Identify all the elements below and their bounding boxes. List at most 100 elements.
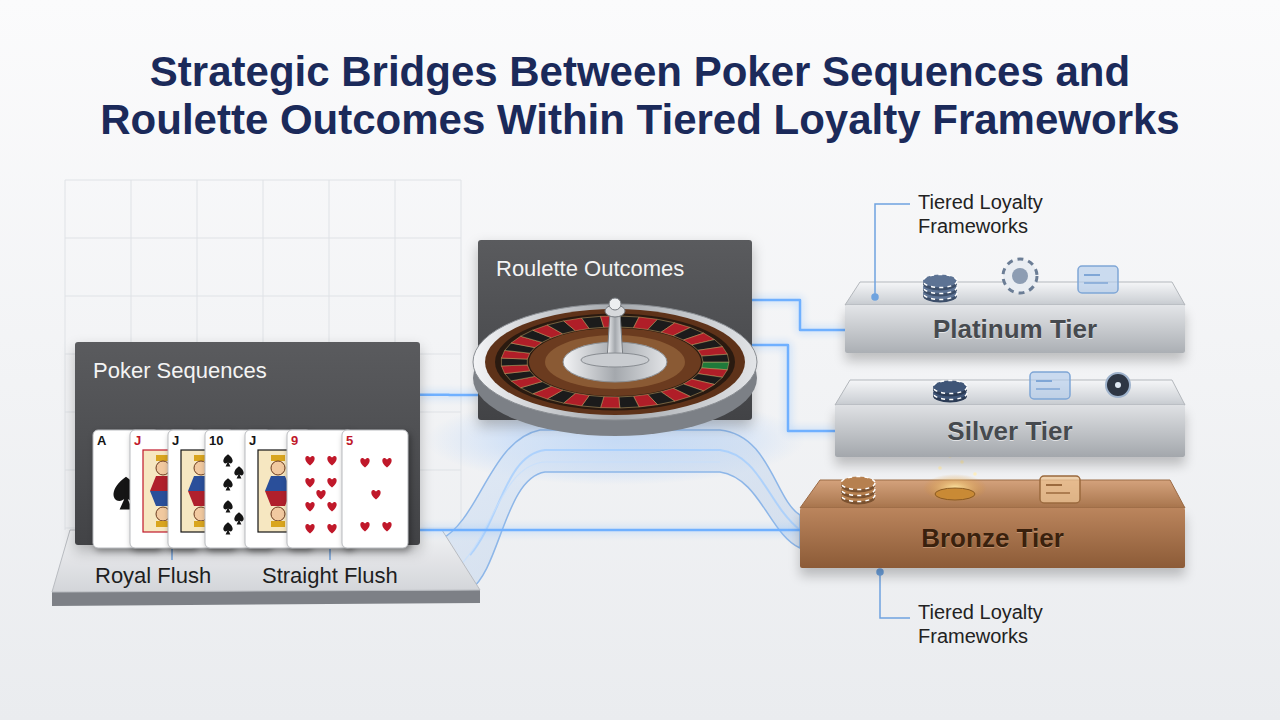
tier-label: Bronze Tier (921, 523, 1064, 553)
tier-icons (973, 472, 977, 476)
leader-lines (877, 569, 883, 575)
tier-label: Silver Tier (947, 416, 1072, 446)
poker-base-plate (171, 549, 173, 560)
playing-card (271, 521, 285, 527)
playing-card (305, 502, 314, 511)
playing-card (271, 461, 285, 475)
tier-top-faces (835, 380, 1185, 405)
panel-heading: Poker Sequences (93, 358, 267, 384)
playing-card (305, 456, 314, 465)
leader-lines (880, 572, 910, 618)
silver-tier: Silver Tier (835, 405, 1185, 457)
bronze-tier: Bronze Tier (800, 508, 1185, 568)
tier-icons (1003, 259, 1037, 293)
playing-card (234, 466, 243, 478)
playing-card (271, 507, 285, 521)
callout-label: Tiered Loyalty Frameworks (918, 190, 1088, 238)
playing-card (327, 502, 336, 511)
roulette-wheel (485, 309, 745, 415)
tier-icons (1106, 373, 1130, 397)
grid-lines (65, 180, 66, 530)
roulette-wheel (609, 298, 621, 310)
playing-card (360, 458, 369, 467)
tier-icons (1084, 282, 1108, 284)
roulette-wheel (582, 316, 604, 328)
playing-card (271, 455, 285, 461)
tier-icons (1046, 492, 1070, 494)
platinum-tier: Platinum Tier (845, 305, 1185, 353)
glow-connector (752, 300, 845, 330)
tier-icons (938, 466, 942, 470)
glow-connector (752, 345, 835, 431)
leader-lines (875, 204, 910, 296)
roulette-wheel (702, 354, 729, 362)
glow-connector (420, 394, 478, 397)
poker-base-plate (52, 590, 480, 606)
playing-card (382, 458, 391, 467)
card-rank: 9 (291, 433, 298, 449)
tier-icons (935, 488, 975, 500)
tier-top-faces (800, 282, 1185, 508)
roulette-wheel (619, 396, 639, 408)
card-illustration (93, 430, 408, 548)
diagram-title: Strategic Bridges Between Poker Sequence… (80, 48, 1200, 144)
grid-lines (65, 296, 461, 297)
playing-card (223, 478, 232, 490)
poker-panel: Poker Sequences (75, 342, 420, 545)
playing-card (360, 522, 369, 531)
card-rank: J (134, 433, 141, 449)
tier-icons (1046, 484, 1062, 486)
roulette-wheel (473, 304, 757, 420)
tier-icons (1012, 268, 1028, 284)
tier-icons (1078, 266, 1118, 293)
playing-card (223, 454, 232, 466)
tier-icons (841, 477, 875, 490)
playing-card (327, 478, 336, 487)
roulette-wheel (473, 298, 757, 436)
poker-base-plate (329, 549, 331, 560)
roulette-wheel (501, 358, 527, 366)
hand-label: Royal Flush (95, 563, 211, 589)
playing-card (327, 524, 336, 533)
tier-label: Platinum Tier (933, 314, 1097, 344)
playing-card (316, 490, 325, 499)
playing-card (342, 430, 408, 548)
card-rank: 10 (209, 433, 223, 449)
glass-bridge (440, 430, 800, 590)
glass-bridge (455, 462, 720, 570)
playing-card (223, 522, 232, 534)
tier-icons (1040, 476, 1080, 503)
tier-icons (960, 460, 964, 464)
card-rank: A (97, 433, 106, 449)
playing-card (234, 512, 243, 524)
playing-card (371, 490, 380, 499)
roulette-panel: Roulette Outcomes (478, 240, 752, 420)
leader-lines (872, 294, 878, 300)
playing-card (223, 500, 232, 512)
playing-card (305, 524, 314, 533)
tier-icons (1084, 274, 1100, 276)
glass-bridge (470, 450, 800, 555)
roulette-wheel (581, 353, 649, 367)
playing-card (305, 478, 314, 487)
glow-connector (420, 529, 800, 532)
tier-icons (1115, 382, 1121, 388)
card-rank: J (172, 433, 179, 449)
tier-icons (841, 259, 1130, 505)
tier-icons (933, 381, 967, 394)
tier-icons (1030, 372, 1070, 399)
card-rank: J (249, 433, 256, 449)
tier-icons (1036, 380, 1052, 382)
playing-card (382, 522, 391, 531)
playing-card (327, 456, 336, 465)
playing-card (342, 430, 408, 548)
panel-heading: Roulette Outcomes (496, 256, 684, 282)
grid-lines (461, 180, 462, 530)
roulette-wheel (501, 365, 529, 374)
hand-label: Straight Flush (262, 563, 398, 589)
tier-icons (1036, 388, 1060, 390)
tier-icons (923, 275, 957, 288)
tier-icons (923, 474, 987, 502)
